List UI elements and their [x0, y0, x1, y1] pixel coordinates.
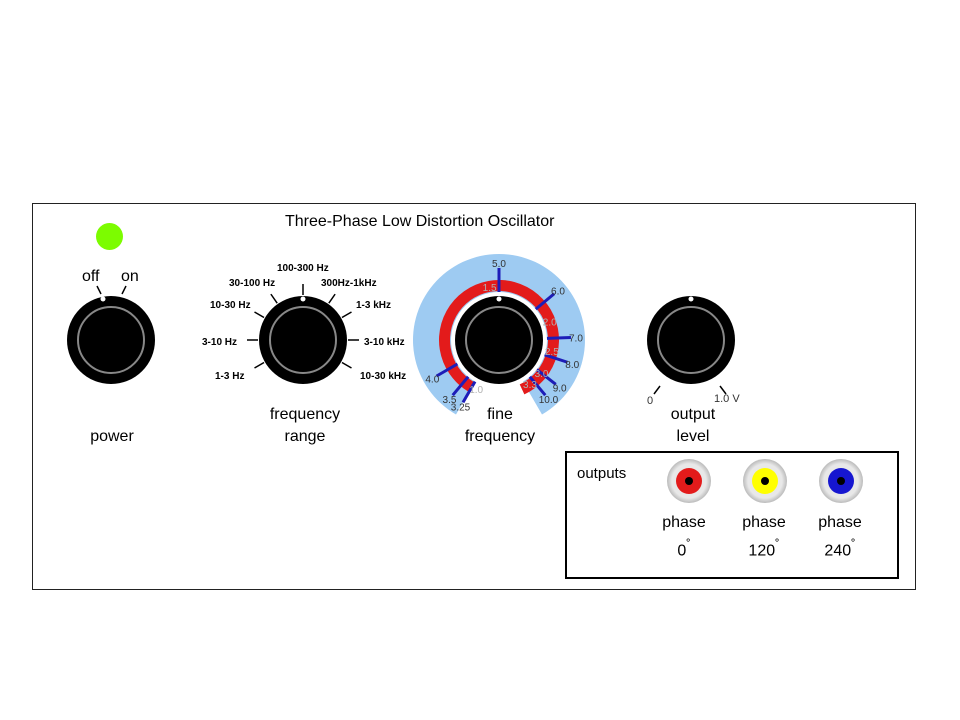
output-level-min-label: 0 [647, 395, 654, 407]
fine-frequency-outer-scale-label: 10.0 [539, 395, 559, 406]
fine-frequency-outer-scale-label: 8.0 [565, 360, 579, 371]
power-on-tick [121, 285, 127, 295]
fine-frequency-outer-scale-label: 4.0 [425, 375, 439, 386]
fine-frequency-tick [528, 375, 547, 397]
phase-240-word: phase [818, 514, 862, 531]
jack-socket-yellow [752, 468, 778, 494]
fine-frequency-outer-scale-label: 5.0 [492, 259, 506, 270]
fine-frequency-inner-scale-label: 2.0 [543, 318, 557, 329]
fine-frequency-outer-scale-label: 9.0 [553, 383, 567, 394]
power-knob-pointer [100, 296, 106, 302]
output-level-max-label: 1.0 V [714, 393, 740, 405]
fine-frequency-inner-scale-label: 3.0 [535, 369, 549, 380]
fine-frequency-tick [451, 375, 470, 397]
fine-frequency-tick [544, 353, 568, 364]
frequency-range-tick [270, 293, 278, 304]
fine-frequency-inner-scale-label: 1.5 [483, 283, 497, 294]
output-level-label-line1: output [670, 406, 716, 423]
fine-frequency-inner-scale-label: 1.0 [469, 385, 483, 396]
fine-frequency-inner-scale-label: 3.3 [523, 380, 537, 391]
fine-frequency-tick [435, 362, 459, 378]
output-level-knob[interactable] [647, 296, 735, 384]
frequency-range-knob-pointer [300, 296, 306, 302]
range-tick-label: 30-100 Hz [229, 278, 276, 289]
frequency-range-label-line2: range [284, 428, 326, 445]
phase-0-word: phase [662, 514, 706, 531]
fine-frequency-label-line2: frequency [464, 428, 536, 445]
fine-frequency-dial: 3.253.5 4.0 5.0 6.0 7.0 8.0 9.010.0 1.0 1.5 2.0 2.… [413, 254, 585, 415]
outputs-title: outputs [577, 465, 627, 482]
fine-frequency-tick [546, 335, 572, 340]
range-tick-label: 10-30 kHz [360, 371, 407, 382]
range-tick-label: 10-30 Hz [210, 300, 251, 311]
phase-0-angle: 0˚ [677, 537, 691, 560]
fine-frequency-knob-pointer [496, 296, 502, 302]
output-jack-phase-240[interactable] [819, 459, 863, 503]
jack-socket-red [676, 468, 702, 494]
range-tick-label: 100-300 Hz [277, 263, 329, 274]
fine-frequency-tick [534, 292, 556, 311]
range-tick-label: 1-3 Hz [215, 371, 245, 382]
output-level-max-tick [719, 385, 727, 395]
degree-symbol: ˚ [686, 537, 691, 552]
frequency-range-tick [341, 361, 352, 369]
frequency-range-knob[interactable] [259, 296, 347, 384]
panel-title: Three-Phase Low Distortion Oscillator [285, 213, 555, 230]
degree-symbol: ˚ [775, 537, 780, 552]
range-tick-label: 3-10 Hz [202, 337, 238, 348]
frequency-range-tick [341, 311, 352, 319]
phase-120-word: phase [742, 514, 786, 531]
frequency-range-tick [328, 293, 336, 304]
fine-frequency-inner-scale-label: 2.5 [545, 347, 559, 358]
range-tick-label: 3-10 kHz [364, 337, 405, 348]
fine-frequency-outer-scale-label: 6.0 [551, 287, 565, 298]
fine-frequency-outer-scale-label: 3.25 [451, 403, 471, 414]
power-indicator-led [96, 223, 123, 250]
power-on-label: on [121, 268, 139, 285]
jack-socket-blue [828, 468, 854, 494]
frequency-range-label-line1: frequency [269, 406, 341, 423]
range-tick-label: 300Hz-1kHz [321, 278, 377, 289]
power-off-tick [96, 285, 102, 295]
fine-frequency-tick [461, 380, 477, 404]
output-jack-phase-0[interactable] [667, 459, 711, 503]
output-level-label-line2: level [676, 428, 710, 445]
power-label: power [90, 428, 134, 445]
range-tick-label: 1-3 kHz [356, 300, 392, 311]
fine-frequency-label-line1: fine [487, 406, 513, 423]
fine-frequency-knob[interactable] [455, 296, 543, 384]
output-level-min-tick [653, 385, 661, 395]
output-jack-phase-120[interactable] [743, 459, 787, 503]
power-knob[interactable] [67, 296, 155, 384]
outputs-group [565, 451, 899, 579]
fine-frequency-outer-scale-label: 7.0 [569, 333, 583, 344]
frequency-range-tick [254, 361, 265, 369]
phase-120-angle: 120˚ [748, 537, 780, 560]
fine-frequency-tick [535, 368, 557, 386]
degree-symbol: ˚ [851, 537, 856, 552]
frequency-range-tick [254, 311, 265, 319]
fine-frequency-outer-scale-label: 3.5 [443, 395, 457, 406]
output-level-knob-pointer [688, 296, 694, 302]
phase-240-angle: 240˚ [824, 537, 856, 560]
power-off-label: off [82, 268, 100, 285]
